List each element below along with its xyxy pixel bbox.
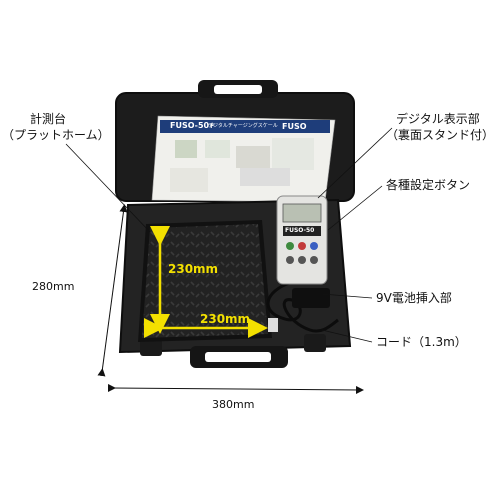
cord-label: コード（1.3m） [376, 335, 467, 349]
plate-dimension-arrows [144, 226, 268, 338]
manual-brand: FUSO [282, 122, 307, 131]
manual-sheet [151, 115, 336, 203]
battery-label: 9V電池挿入部 [376, 291, 452, 305]
manual-model-suffix: F [210, 123, 215, 130]
plate-vertical-dimension: 230mm [168, 262, 219, 276]
battery-compartment [292, 288, 330, 308]
plate-horizontal-dimension: 230mm [200, 312, 251, 326]
height-dimension-arrow [97, 204, 128, 377]
manual-model: FUSO-50F [170, 120, 214, 133]
display-label-line1: デジタル表示部 [396, 112, 480, 126]
callout-lines [65, 127, 393, 343]
case-lid [115, 80, 355, 203]
platform-label-line1: 計測台 [30, 112, 67, 126]
case-width-dimension: 380mm [212, 398, 255, 411]
display-label-line2: （裏面スタンド付） [386, 128, 495, 142]
platform-label-line2: （プラットホーム） [2, 128, 110, 142]
manual-model-text: FUSO-50 [170, 121, 210, 130]
scale-platform [138, 220, 278, 342]
device-model: FUSO-50 [285, 227, 315, 234]
case-height-dimension: 280mm [32, 280, 75, 293]
settings-buttons-label: 各種設定ボタン [386, 178, 471, 192]
width-dimension-arrow [107, 383, 364, 394]
display-unit [276, 195, 328, 285]
manual-subtitle: デジタルチャージングスケール [208, 123, 278, 129]
